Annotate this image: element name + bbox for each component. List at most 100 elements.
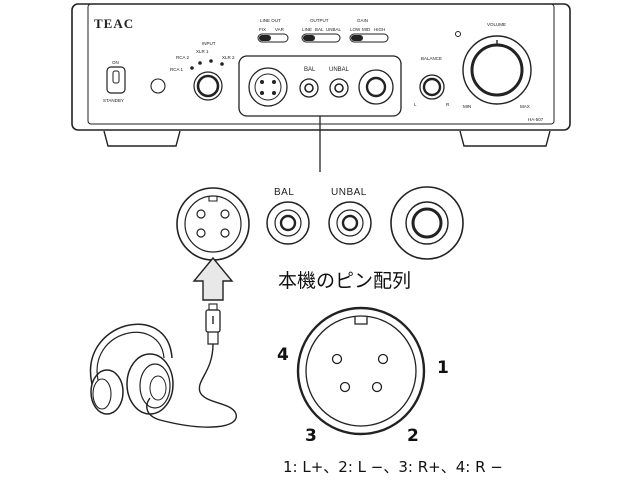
xlr4-jack-pin-c xyxy=(260,91,264,95)
balance-title: BALANCE xyxy=(421,56,442,61)
detail-xlr4-pin-c xyxy=(196,228,206,238)
gain-title: GAIN xyxy=(357,18,368,23)
power-on-label: ON xyxy=(112,60,119,65)
pinout-connector-key xyxy=(354,316,368,325)
output-jack-group xyxy=(238,55,402,117)
detail-xlr4-key xyxy=(208,196,218,202)
output-title: OUTPUT xyxy=(310,18,329,23)
pin-1-dot xyxy=(377,353,389,365)
xlr4-jack-pin-b xyxy=(272,80,276,84)
detail-xlr4-jack xyxy=(176,187,250,261)
line-out-opt1: FIX xyxy=(259,27,266,32)
balance-right-label: R xyxy=(446,102,450,107)
input-led-xlr2 xyxy=(220,62,224,66)
input-rca2-label: RCA 2 xyxy=(176,55,190,60)
detail-phone-jack xyxy=(390,186,464,260)
xlr4-jack-pin-a xyxy=(260,80,264,84)
detail-phone-jack-hole xyxy=(411,207,443,239)
pinout-section: 本機のピン配列 4 1 3 2 1: L+、2: L −、3: R+、4: R … xyxy=(277,270,503,476)
pinout-connector-inner xyxy=(305,315,417,427)
output-opt2: BAL xyxy=(315,27,324,32)
xlr4-jack-pin-d xyxy=(272,91,276,95)
detail-unbal-label: UNBAL xyxy=(331,187,367,198)
balance-knob[interactable] xyxy=(419,74,445,100)
pin-3-dot xyxy=(339,381,351,393)
phone-jack[interactable] xyxy=(358,69,394,105)
headphone-with-plug xyxy=(89,303,237,428)
power-switch[interactable] xyxy=(106,66,126,94)
pinout-title: 本機のピン配列 xyxy=(278,270,411,292)
input-selector-knob[interactable] xyxy=(196,74,220,98)
pin-4-label: 4 xyxy=(277,345,289,365)
volume-knob-ring xyxy=(462,35,532,105)
pin-mapping-text: 1: L+、2: L −、3: R+、4: R − xyxy=(283,458,503,476)
output-switch[interactable] xyxy=(301,33,341,43)
detail-phone-jack-ring xyxy=(405,201,449,245)
detail-xlr4-pin-d xyxy=(220,228,230,238)
unbal-jack-hole xyxy=(334,83,344,93)
output-opt1: LINE xyxy=(302,27,312,32)
bal-jack-label: BAL xyxy=(304,67,316,73)
input-title: INPUT xyxy=(202,41,216,46)
input-led-rca2 xyxy=(198,61,202,65)
power-switch-lever xyxy=(112,70,120,84)
detail-xlr4-jack-inner xyxy=(184,195,242,253)
output-opt3: UNBAL xyxy=(326,27,342,32)
headband xyxy=(89,323,173,385)
bal-jack[interactable] xyxy=(299,78,319,98)
input-led-rca1 xyxy=(190,66,194,70)
jack-detail: BAL UNBAL xyxy=(176,186,464,261)
xlr4-jack[interactable] xyxy=(248,67,288,107)
foot-right xyxy=(459,130,551,147)
gain-opt1: LOW xyxy=(350,27,361,32)
foot-left xyxy=(103,130,181,147)
brand-logo: TEAC xyxy=(94,16,134,31)
power-standby-label: STANDBY xyxy=(103,98,124,103)
input-led-xlr1 xyxy=(209,59,213,63)
earcup-right-pad xyxy=(139,363,171,409)
line-out-switch[interactable] xyxy=(257,33,289,43)
insert-arrow-icon xyxy=(192,256,234,301)
plug-strain-relief xyxy=(207,332,219,345)
detail-bal-jack-ring xyxy=(274,209,302,237)
input-rca1-label: RCA 1 xyxy=(170,67,184,72)
detail-xlr4-pin-a xyxy=(196,209,206,219)
earcup-right xyxy=(126,353,174,415)
volume-title: VOLUME xyxy=(487,22,506,27)
input-knob-ring xyxy=(193,71,223,101)
gain-switch[interactable] xyxy=(349,33,389,43)
earcup-right-center xyxy=(149,375,167,401)
ir-sensor xyxy=(150,78,166,94)
output-switch-knob xyxy=(303,35,315,41)
xlr4-jack-inner xyxy=(254,73,282,101)
volume-led xyxy=(455,31,461,37)
pin-3-label: 3 xyxy=(305,426,317,446)
panel-face xyxy=(87,3,555,125)
bal-jack-hole xyxy=(304,83,314,93)
headphone-cable xyxy=(146,343,237,428)
pinout-connector-outer xyxy=(296,306,426,436)
detail-unbal-jack-hole xyxy=(341,214,359,232)
detail-xlr4-pin-b xyxy=(220,209,230,219)
detail-bal-label: BAL xyxy=(274,187,294,198)
balance-knob-cap xyxy=(422,77,442,97)
volume-max-label: MAX xyxy=(520,104,530,109)
phone-jack-hole xyxy=(365,76,387,98)
balance-left-label: L xyxy=(414,102,417,107)
detail-bal-jack xyxy=(266,201,310,245)
pin-4-dot xyxy=(331,353,343,365)
device-front-panel: TEAC ON STANDBY INPUT XLR 1 RCA 2 XLR 2 … xyxy=(71,3,571,147)
model-label: HA-507 xyxy=(528,117,544,122)
detail-unbal-jack xyxy=(328,201,372,245)
pin-2-dot xyxy=(371,381,383,393)
gain-switch-knob xyxy=(351,35,363,41)
volume-knob[interactable] xyxy=(470,43,524,97)
input-xlr2-label: XLR 2 xyxy=(222,55,235,60)
unbal-jack[interactable] xyxy=(329,78,349,98)
pin-1-label: 1 xyxy=(437,358,449,378)
gain-opt3: HIGH xyxy=(374,27,385,32)
xlr4-plug-tip xyxy=(208,303,218,311)
earcup-left xyxy=(90,369,124,415)
earcup-left-pad xyxy=(92,378,112,410)
